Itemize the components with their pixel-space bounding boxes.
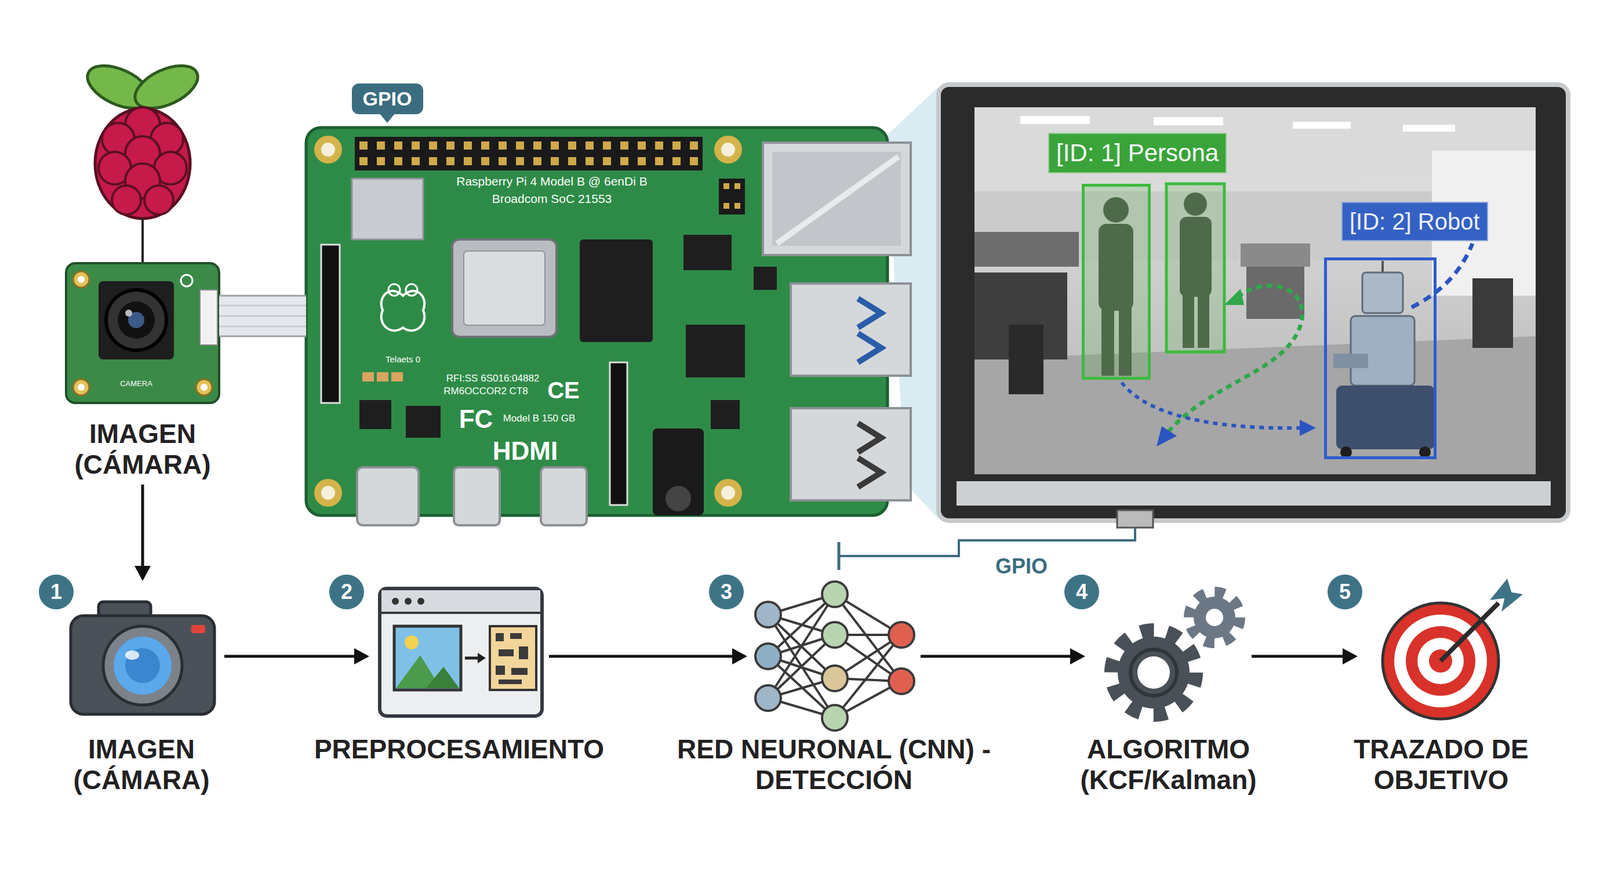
arrow-head (732, 648, 748, 665)
ribbon-stripe (219, 304, 307, 307)
gpio-wire (838, 527, 1136, 570)
callout-number: 5 (1339, 580, 1351, 604)
callout-number: 2 (340, 580, 353, 604)
step-label: IMAGEN (CÁMARA) (63, 733, 220, 796)
step-label: RED NEURONAL (CNN) - DETECCIÓN (666, 733, 1003, 796)
board-label: Broadcom SoC 21553 (430, 191, 674, 206)
camera-module (66, 263, 220, 403)
arrow-head (1342, 648, 1358, 665)
callout-number: 4 (1075, 580, 1088, 604)
hdmi-mark: HDMI (492, 437, 558, 465)
monitor (938, 84, 1569, 528)
camera-icon (70, 601, 215, 715)
connector-line (920, 655, 1071, 658)
step-label: PREPROCESAMIENTO (291, 733, 628, 765)
callout-number: 1 (50, 580, 63, 604)
step-label: ALGORITMO (KCF/Kalman) (1064, 733, 1274, 796)
step-label: TRAZADO DE OBJETIVO (1345, 733, 1537, 796)
arrow-connector (548, 648, 748, 665)
node-label: IMAGEN (CÁMARA) (66, 418, 220, 480)
arrow-connector (1251, 648, 1358, 665)
arrow-head (1070, 648, 1086, 665)
board-print: Telaets 0 (385, 354, 421, 365)
neural-network-icon (755, 581, 915, 731)
fc-mark: FC (459, 405, 494, 434)
gpio-tag (351, 83, 424, 123)
step-node: IMAGEN (CÁMARA) (63, 585, 220, 727)
raspberry-pi-board (306, 127, 911, 526)
ribbon-band (219, 295, 307, 337)
arrow-head (134, 565, 151, 581)
camera-module-node: IMAGEN (CÁMARA) (66, 263, 220, 480)
board-node: Raspberry Pi 4 Model B @ 6enDi B Broadcom… (306, 127, 914, 516)
board-print: Model B 150 GB (503, 413, 576, 425)
ce-mark: CE (547, 377, 580, 403)
arrow-head (354, 648, 370, 665)
raspberry-logo (81, 56, 205, 219)
arrow-connector (134, 484, 151, 581)
ribbon-stripe (219, 295, 307, 297)
board-label: Raspberry Pi 4 Model B @ 6enDi B (430, 173, 674, 189)
ribbon-stripe (219, 335, 307, 338)
connector-line (548, 655, 733, 658)
tracking-box: [ID: 1] Persona (1081, 183, 1151, 380)
tracking-label: [ID: 2] Robot (1341, 201, 1489, 242)
gpio-tag-label: GPIO (362, 88, 412, 110)
gpio-wire-label: GPIO (995, 554, 1048, 578)
connector-line (224, 655, 355, 658)
step-node: ALGORITMO (KCF/Kalman) (1089, 585, 1247, 727)
callout-number: 3 (720, 580, 733, 604)
preprocess-icon (379, 588, 543, 716)
camera-print: CAMERA (120, 379, 153, 388)
tracking-box: [ID: 2] Robot (1324, 257, 1437, 460)
connector-line (141, 484, 145, 566)
ribbon-stripe (219, 315, 307, 318)
step-node: TRAZADO DE OBJETIVO (1362, 585, 1520, 727)
logo-line (141, 217, 144, 264)
ribbon-stripe (219, 325, 307, 328)
target-icon (1382, 578, 1523, 719)
board-print: RFI:SS 6S016:04882 (446, 373, 540, 385)
step-badges (38, 574, 1363, 610)
step-node: PREPROCESAMIENTO (373, 585, 545, 727)
arrow-connector (224, 648, 370, 665)
tracking-label: [ID: 1] Persona (1048, 132, 1227, 174)
step-node: RED NEURONAL (CNN) - DETECCIÓN (751, 585, 916, 727)
arrow-connector (920, 648, 1086, 665)
ribbon-cable (219, 295, 307, 337)
gears-icon (1111, 591, 1240, 715)
board-print: RM6OCCOR2 CT8 (443, 386, 528, 398)
connector-line (1251, 655, 1343, 658)
